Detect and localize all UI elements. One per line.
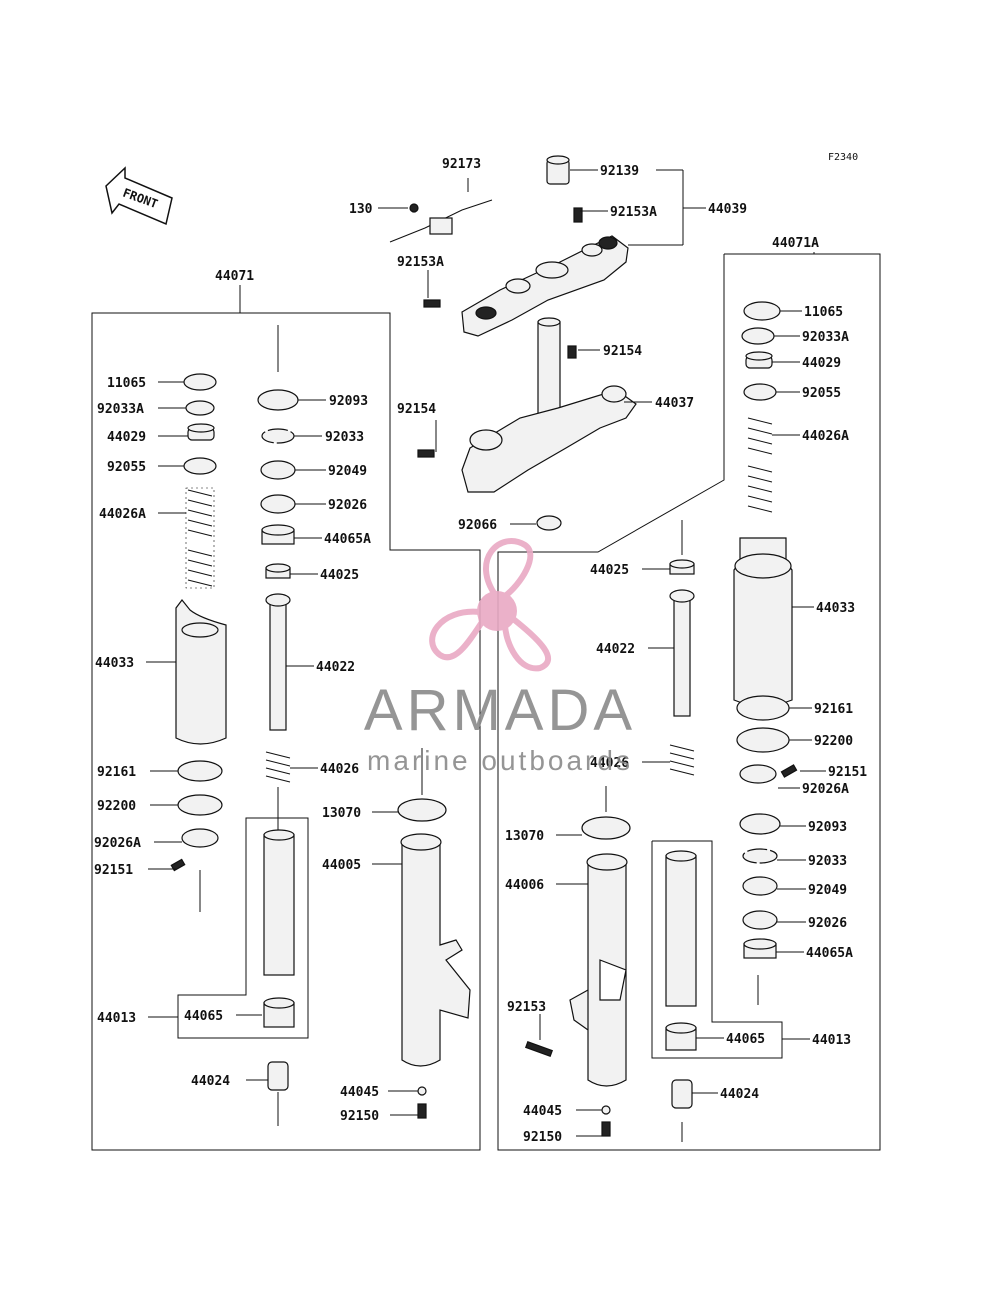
wire-harness-clamp [389,199,583,308]
label-left-44026: 44026 [320,762,359,777]
label-right-44026: 44026 [590,756,629,771]
label-left-44026a: 44026A [99,507,146,522]
label-92154-left: 92154 [397,402,436,417]
propeller-logo-icon [429,538,552,672]
label-right-92150: 92150 [523,1130,562,1145]
label-44071: 44071 [215,269,254,284]
label-right-44045: 44045 [523,1104,562,1119]
label-right-44033: 44033 [816,601,855,616]
label-left-44065a: 44065A [324,532,371,547]
label-right-44065a: 44065A [806,946,853,961]
handlebar-holder-92139 [546,155,570,185]
label-left-92033a: 92033A [97,402,144,417]
label-right-92033a: 92033A [802,330,849,345]
label-92066: 92066 [458,518,497,533]
steering-stem [417,317,637,531]
label-right-92200: 92200 [814,734,853,749]
label-left-44045: 44045 [340,1085,379,1100]
label-right-44013: 44013 [812,1033,851,1048]
label-right-92161: 92161 [814,702,853,717]
label-left-92033: 92033 [325,430,364,445]
label-left-44033: 44033 [95,656,134,671]
label-right-44065: 44065 [726,1032,765,1047]
label-left-44005: 44005 [322,858,361,873]
right-leader-lines [539,310,826,1137]
left-fork-parts [170,325,471,1126]
label-92173: 92173 [442,157,481,172]
label-92153a-left: 92153A [397,255,444,270]
label-left-11065: 11065 [107,376,146,391]
watermark-tagline: marine outboards [367,745,633,776]
label-left-92049: 92049 [328,464,367,479]
label-right-92026: 92026 [808,916,847,931]
label-left-44022: 44022 [316,660,355,675]
label-right-92055: 92055 [802,386,841,401]
right-fork-assembly-box [497,252,881,1151]
label-92139: 92139 [600,164,639,179]
label-130: 130 [349,202,373,217]
label-left-92093: 92093 [329,394,368,409]
label-right-44006: 44006 [505,878,544,893]
label-right-11065: 11065 [804,305,843,320]
label-left-92161: 92161 [97,765,136,780]
label-left-92150: 92150 [340,1109,379,1124]
label-right-92033: 92033 [808,854,847,869]
label-right-92153: 92153 [507,1000,546,1015]
label-left-92026: 92026 [328,498,367,513]
label-right-44025: 44025 [590,563,629,578]
label-left-92200: 92200 [97,799,136,814]
label-right-92151: 92151 [828,765,867,780]
label-left-44024: 44024 [191,1074,230,1089]
label-92153a-top: 92153A [610,205,657,220]
label-left-44025: 44025 [320,568,359,583]
front-arrow-icon: FRONT [105,166,173,226]
top-leader-lines [378,169,706,525]
label-left-13070: 13070 [322,806,361,821]
label-left-92026a: 92026A [94,836,141,851]
label-left-44065: 44065 [184,1009,223,1024]
left-fork-assembly-box [91,285,481,1151]
figure-code: F2340 [828,152,858,163]
label-right-92049: 92049 [808,883,847,898]
label-left-44029: 44029 [107,430,146,445]
upper-triple-clamp [461,235,629,337]
label-right-44026a: 44026A [802,429,849,444]
label-right-44024: 44024 [720,1087,759,1102]
label-left-92151: 92151 [94,863,133,878]
label-right-13070: 13070 [505,829,544,844]
watermark: ARMADA marine outboards [364,538,636,776]
label-92154-right: 92154 [603,344,642,359]
label-left-44013: 44013 [97,1011,136,1026]
label-right-44022: 44022 [596,642,635,657]
label-right-44029: 44029 [802,356,841,371]
label-left-92055: 92055 [107,460,146,475]
right-fork-parts [524,301,798,1142]
label-44071a: 44071A [772,236,819,251]
label-44037: 44037 [655,396,694,411]
label-44039: 44039 [708,202,747,217]
watermark-brand: ARMADA [364,678,636,743]
label-right-92093: 92093 [808,820,847,835]
label-right-92026a: 92026A [802,782,849,797]
left-leader-lines [146,381,418,1116]
